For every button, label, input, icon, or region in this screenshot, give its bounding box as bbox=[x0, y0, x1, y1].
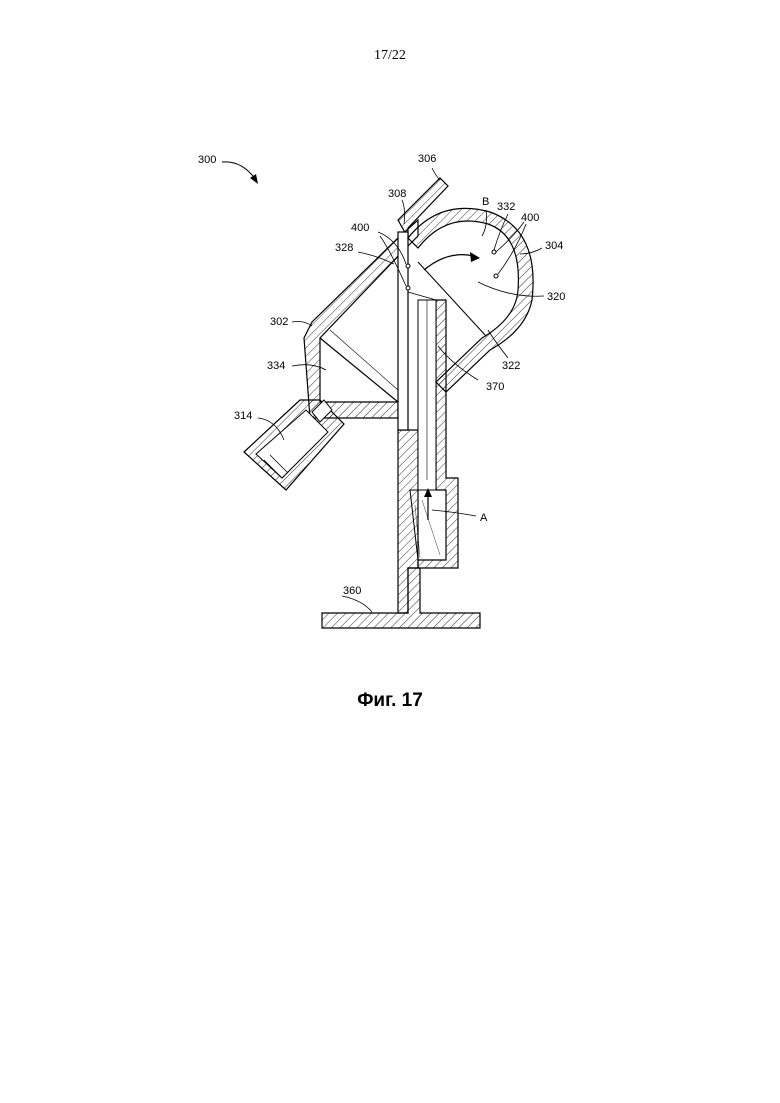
figure-caption: Фиг. 17 bbox=[0, 690, 780, 712]
ref-label-328: 328 bbox=[335, 242, 353, 254]
ref-label-400-right: 400 bbox=[521, 212, 539, 224]
ref-label-b: B bbox=[482, 196, 489, 208]
ref-label-400-left: 400 bbox=[351, 222, 369, 234]
ref-label-304: 304 bbox=[545, 240, 563, 252]
rotation-arrow-b bbox=[424, 255, 474, 270]
ref-label-a: A bbox=[480, 512, 488, 524]
ref-label-322: 322 bbox=[502, 360, 520, 372]
ref-label-306: 306 bbox=[418, 153, 436, 165]
ref-label-308: 308 bbox=[388, 188, 406, 200]
ref-label-302: 302 bbox=[270, 316, 288, 328]
ref-label-334: 334 bbox=[267, 360, 285, 372]
ref-label-314: 314 bbox=[234, 410, 252, 422]
central-plate bbox=[398, 232, 408, 430]
ref-label-332: 332 bbox=[497, 201, 515, 213]
ref-label-320: 320 bbox=[547, 291, 565, 303]
ref-label-370: 370 bbox=[486, 381, 504, 393]
ref-label-360: 360 bbox=[343, 585, 361, 597]
ref-label-300: 300 bbox=[198, 154, 216, 166]
